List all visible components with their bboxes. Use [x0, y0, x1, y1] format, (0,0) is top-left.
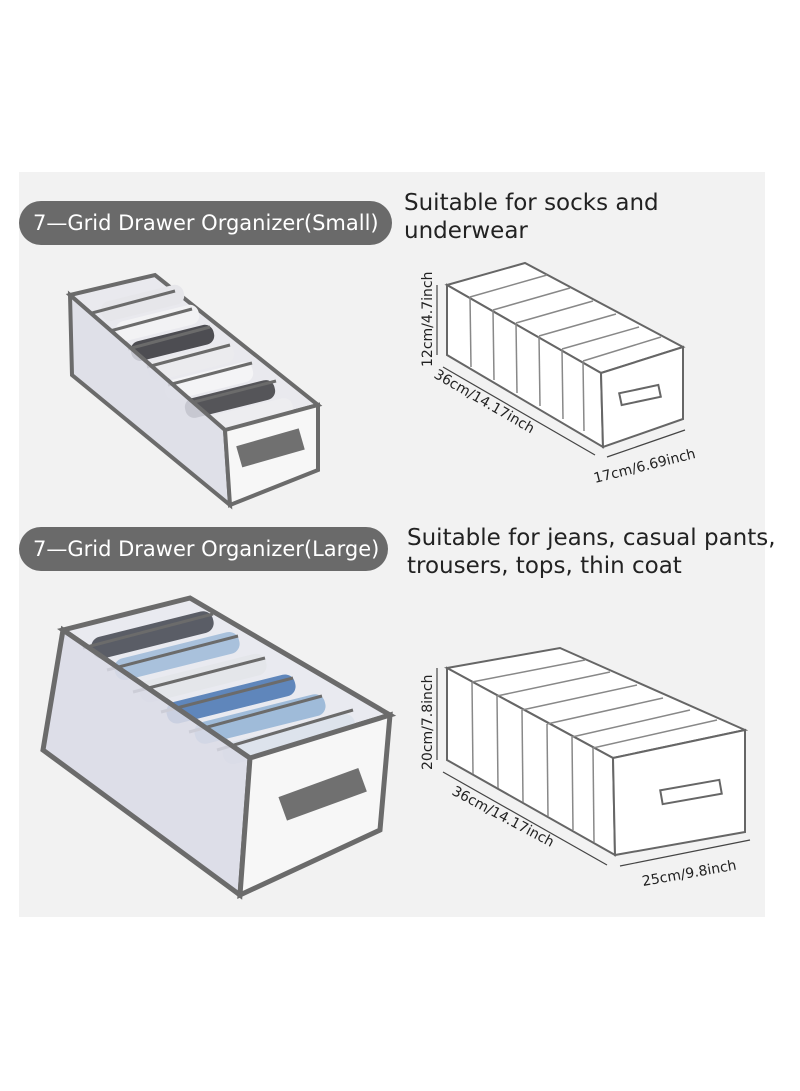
large-organizer-description: Suitable for jeans, casual pants, trouse… [407, 524, 777, 580]
small-organizer-description: Suitable for socks and underwear [404, 189, 704, 245]
small-organizer-dimension-diagram: 12cm/4.7inch 36cm/14.17inch 17cm/6.69inc… [420, 261, 697, 487]
large-width-label: 25cm/9.8inch [641, 858, 738, 890]
large-description-line-2: trousers, tops, thin coat [407, 553, 682, 579]
small-description-line-2: underwear [404, 218, 528, 244]
small-description-line-1: Suitable for socks and [404, 190, 659, 216]
small-organizer-photo [65, 272, 323, 510]
small-organizer-title: 7—Grid Drawer Organizer(Small) [19, 201, 392, 245]
small-height-label: 12cm/4.7inch [420, 272, 436, 367]
small-width-label: 17cm/6.69inch [592, 446, 697, 487]
large-organizer-photo [40, 595, 397, 900]
large-height-label: 20cm/7.8inch [420, 675, 436, 770]
large-description-line-1: Suitable for jeans, casual pants, [407, 525, 776, 551]
large-organizer-dimension-diagram: 20cm/7.8inch 36cm/14.17inch 25cm/9.8inch [420, 646, 751, 890]
large-organizer-title: 7—Grid Drawer Organizer(Large) [19, 527, 388, 571]
